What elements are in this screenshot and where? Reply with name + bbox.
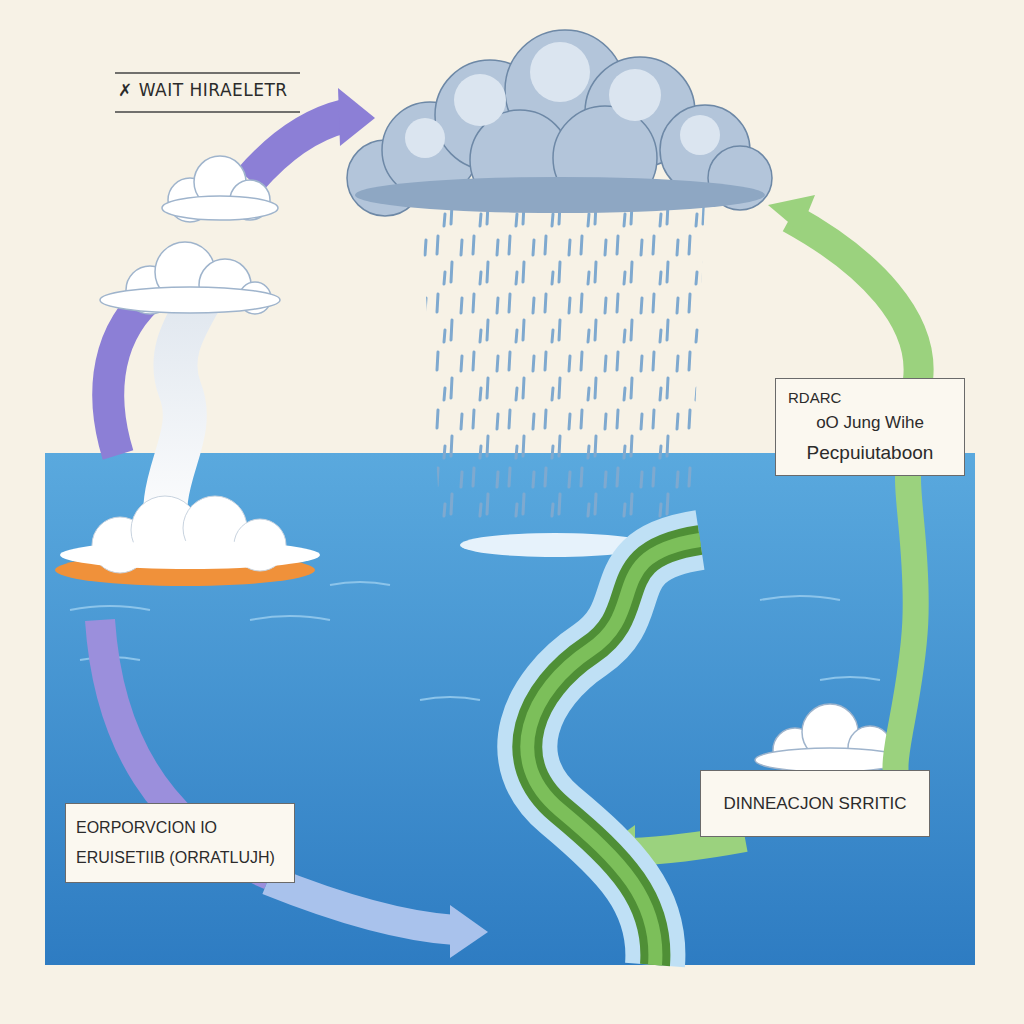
box-text: oO Jung Wihe <box>788 412 952 433</box>
rain-cloud <box>347 30 772 520</box>
box-text: DINNEACJON SRRITIC <box>721 793 909 814</box>
arrow-tail <box>768 195 815 232</box>
box-text: Pecpuiutaboon <box>788 441 952 465</box>
rain-drops <box>420 200 705 520</box>
steam-base <box>60 541 320 569</box>
river <box>460 533 700 965</box>
river-water <box>527 540 700 965</box>
box-text: ERUISETIIB (ORRATLUJH) <box>76 848 284 868</box>
title-rules <box>115 73 300 112</box>
text-box: DINNEACJON SRRITIC <box>700 770 930 837</box>
purple-arrow <box>108 292 155 455</box>
green-arrow <box>790 218 919 380</box>
heading-label: ✗ WAIT HIRAELETR <box>118 80 288 100</box>
cycle-connector <box>896 476 916 770</box>
blue-arrow <box>268 880 455 930</box>
ocean <box>45 453 975 965</box>
purple-arrow <box>250 116 345 180</box>
steam-plume <box>55 290 320 586</box>
river-bank-highlight <box>527 540 700 965</box>
arrow-head <box>450 905 488 958</box>
wave-lines <box>70 582 880 700</box>
box-text: EORPORVCION IO <box>76 818 284 838</box>
ocean-water <box>45 453 975 965</box>
cloud-base <box>355 177 765 213</box>
river-bank <box>527 540 700 965</box>
text-box: EORPORVCION IO ERUISETIIB (ORRATLUJH) <box>65 803 295 883</box>
arrow-head <box>338 88 375 146</box>
green-arrow <box>630 838 745 852</box>
box-text: RDARC <box>788 389 952 408</box>
text-box: RDARC oO Jung WihePecpuiutaboon <box>775 378 965 476</box>
